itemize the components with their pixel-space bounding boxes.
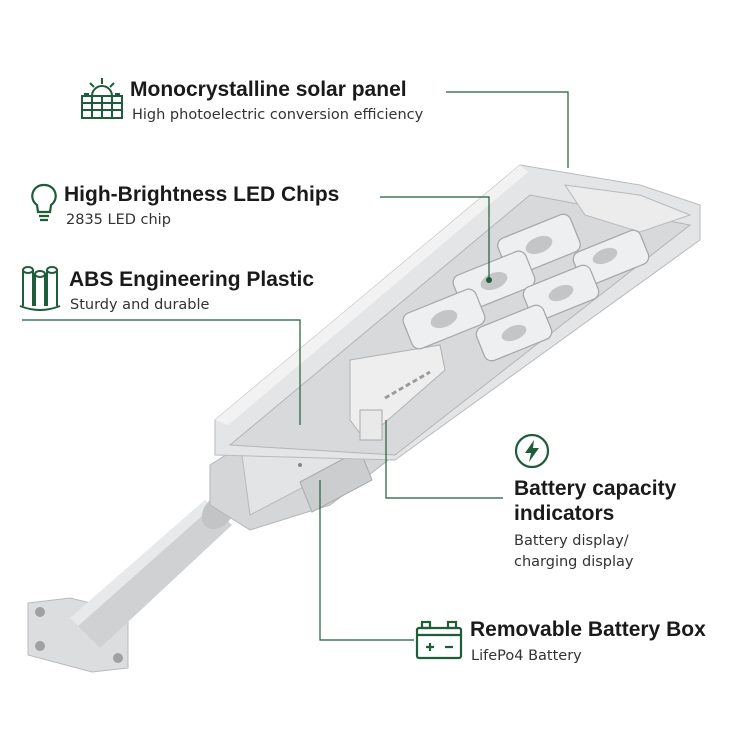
battery-box-feature-subtitle: LifePo4 Battery — [471, 648, 582, 664]
plastic-rolls-icon — [19, 266, 61, 311]
light-bulb-icon — [31, 183, 57, 222]
battery-icon — [415, 620, 463, 660]
abs-callout-line — [22, 319, 301, 425]
led-feature-title: High-Brightness LED Chips — [64, 183, 340, 206]
led-feature-subtitle: 2835 LED chip — [66, 212, 171, 228]
indicator-feature-title-line1: Battery capacity — [514, 477, 677, 500]
abs-feature-title: ABS Engineering Plastic — [69, 268, 315, 291]
led-chips — [430, 235, 618, 342]
indicator-callout-line — [385, 420, 503, 499]
lightning-bolt-icon — [514, 433, 550, 469]
solar-feature-title: Monocrystalline solar panel — [130, 78, 407, 101]
solar-panel-icon — [81, 78, 123, 119]
indicator-feature-title-line2: indicators — [514, 502, 615, 525]
callout-lines — [22, 91, 569, 641]
led-callout-line — [380, 196, 490, 280]
mounting-pole — [70, 500, 232, 648]
abs-feature-subtitle: Sturdy and durable — [70, 297, 210, 313]
solar-callout-line — [446, 91, 569, 168]
battery-box-feature-title: Removable Battery Box — [470, 618, 706, 641]
indicator-feature-subtitle-line1: Battery display/ — [514, 533, 629, 549]
indicator-feature-subtitle-line2: charging display — [514, 554, 634, 570]
battery-callout-line — [319, 480, 414, 641]
solar-feature-subtitle: High photoelectric conversion efficiency — [132, 107, 424, 123]
